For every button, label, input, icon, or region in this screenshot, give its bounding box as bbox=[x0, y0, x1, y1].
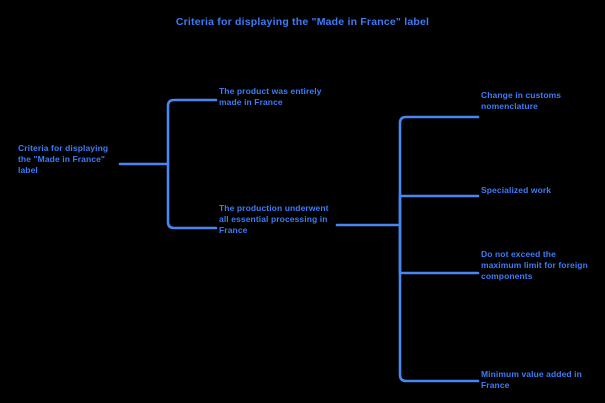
edge-root-to-child-0 bbox=[166, 98, 218, 166]
node-level1-essential-processing: The production underwent all essential p… bbox=[219, 203, 329, 236]
edge-root-to-child-1 bbox=[166, 162, 218, 230]
node-level2-customs-nomenclature: Change in customs nomenclature bbox=[481, 90, 562, 112]
node-root: Criteria for displaying the "Made in Fra… bbox=[18, 143, 109, 176]
node-level2-specialized-work: Specialized work bbox=[481, 185, 552, 195]
edge-child1-to-leaf-0 bbox=[398, 115, 480, 227]
node-level1-entirely-made-in-france: The product was entirely made in France bbox=[219, 86, 322, 108]
diagram-title: Criteria for displaying the "Made in Fra… bbox=[175, 16, 430, 28]
edge-child1-to-leaf-3 bbox=[398, 223, 480, 383]
node-level2-minimum-value-added: Minimum value added in France bbox=[481, 369, 582, 391]
node-level2-foreign-components-limit: Do not exceed the maximum limit for fore… bbox=[481, 249, 588, 282]
edge-child1-to-leaf-1 bbox=[398, 194, 480, 227]
edge-child1-to-leaf-2 bbox=[398, 223, 480, 275]
